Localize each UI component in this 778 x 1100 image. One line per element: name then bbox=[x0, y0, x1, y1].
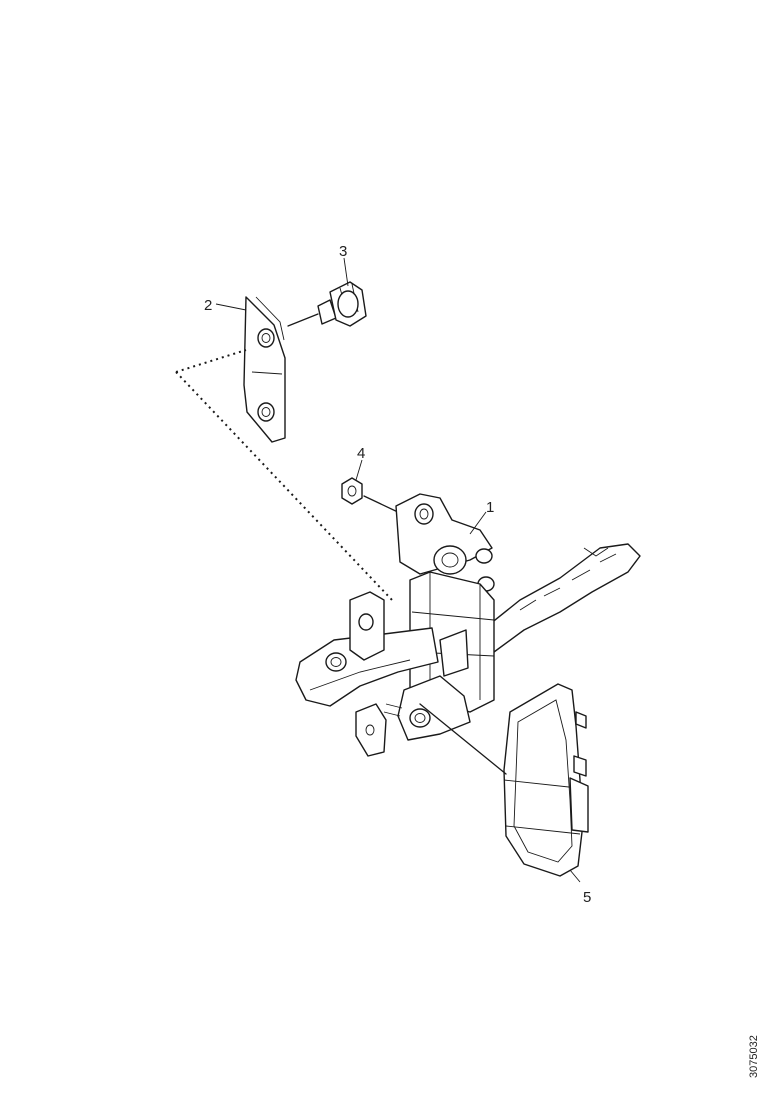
callout-5: 5 bbox=[583, 889, 591, 906]
leader-line-5 bbox=[569, 869, 581, 883]
reinforcement-plate bbox=[243, 296, 286, 443]
check-cover bbox=[419, 683, 589, 877]
leader-line-2 bbox=[215, 303, 247, 311]
flange-bolt bbox=[287, 281, 367, 327]
leader-line-4 bbox=[355, 459, 363, 481]
callout-1: 1 bbox=[486, 499, 494, 516]
leader-line-1 bbox=[469, 511, 487, 535]
leader-line-3 bbox=[343, 257, 349, 287]
door-check-assembly bbox=[295, 493, 641, 757]
callout-2: 2 bbox=[204, 297, 212, 314]
drawing-reference-code: 3075032 bbox=[748, 1035, 760, 1078]
assembly-guide-line bbox=[175, 349, 393, 601]
hex-nut bbox=[341, 477, 403, 515]
callout-4: 4 bbox=[357, 445, 365, 462]
callout-3: 3 bbox=[339, 243, 347, 260]
